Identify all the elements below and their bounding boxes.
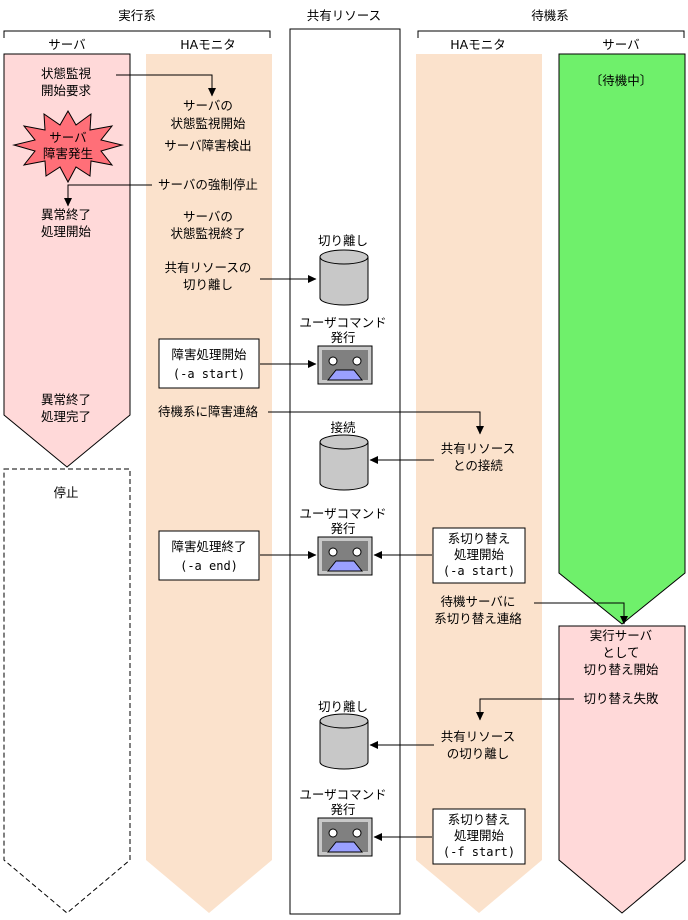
svg-text:障害処理終了: 障害処理終了 (171, 539, 246, 554)
lane-active-monitor (146, 54, 272, 913)
group-standby-label: 待機系 (531, 8, 569, 23)
detach-request-text: 共有リソースの 切り離し (165, 260, 252, 292)
stopped-text: 停止 (53, 485, 78, 500)
detach1-label: 切り離し (318, 233, 368, 248)
svg-text:(-f start): (-f start) (443, 845, 515, 859)
svg-text:障害発生: 障害発生 (43, 146, 93, 161)
svg-text:開始要求: 開始要求 (41, 83, 92, 98)
svg-text:との接続: との接続 (453, 458, 503, 473)
svg-text:状態監視開始: 状態監視開始 (170, 116, 246, 131)
svg-text:サーバ: サーバ (49, 130, 86, 145)
lane-standby-monitor (416, 54, 542, 913)
switch-fail-text: 切り替え失敗 (583, 691, 659, 706)
svg-text:ユーザコマンド: ユーザコマンド (299, 506, 386, 521)
failure-burst: サーバ 障害発生 (12, 109, 124, 184)
failure-detect-text: サーバ障害検出 (164, 138, 251, 153)
terminal-icon (317, 536, 373, 576)
svg-text:系切り替え: 系切り替え (448, 812, 511, 827)
svg-text:異常終了: 異常終了 (41, 207, 91, 222)
group-standby-bracket (417, 30, 685, 38)
svg-text:実行サーバ: 実行サーバ (590, 628, 652, 643)
arrow-force-stop (64, 184, 152, 207)
group-shared-label: 共有リソース (307, 8, 381, 23)
svg-text:(-a start): (-a start) (173, 367, 245, 381)
connect-label: 接続 (330, 420, 356, 435)
svg-text:サーバの: サーバの (183, 98, 233, 113)
svg-text:ユーザコマンド: ユーザコマンド (299, 315, 386, 330)
col-standby-server: サーバ (602, 37, 639, 52)
svg-text:共有リソースの: 共有リソースの (165, 260, 252, 275)
burst-icon (12, 109, 124, 184)
svg-text:状態監視: 状態監視 (41, 66, 92, 81)
col-standby-monitor: HAモニタ (450, 37, 505, 52)
switch-start-text: 実行サーバ として 切り替え開始 (583, 628, 659, 677)
waiting-text: 〔待機中〕 (590, 73, 653, 88)
arrow-standby-notify (534, 602, 628, 625)
standby-connect-text: 共有リソース との接続 (441, 441, 515, 473)
disk-icon (319, 713, 369, 770)
svg-text:処理開始: 処理開始 (454, 547, 505, 562)
lane-active-server-stopped (3, 468, 131, 914)
group-active-label: 実行系 (118, 8, 156, 23)
svg-text:切り離し: 切り離し (183, 277, 233, 292)
col-active-server: サーバ (48, 37, 85, 52)
svg-text:発行: 発行 (330, 330, 355, 345)
terminal-icon (317, 817, 373, 857)
col-active-monitor: HAモニタ (180, 37, 235, 52)
svg-text:ユーザコマンド: ユーザコマンド (299, 787, 386, 802)
svg-text:発行: 発行 (330, 521, 355, 536)
svg-text:障害処理開始: 障害処理開始 (171, 347, 247, 362)
fault-start-box: 障害処理開始 (-a start) (158, 338, 260, 389)
disk-icon (319, 434, 369, 491)
monitor-end-text: サーバの 状態監視終了 (170, 209, 245, 241)
svg-text:(-a start): (-a start) (443, 564, 515, 578)
fault-end-box: 障害処理終了 (-a end) (158, 530, 260, 581)
svg-text:処理開始: 処理開始 (41, 224, 92, 239)
notify-standby-text: 待機系に障害連絡 (158, 404, 259, 419)
standby-detach-text: 共有リソース の切り離し (441, 729, 515, 761)
monitor-start-text: サーバの 状態監視開始 (170, 98, 246, 131)
svg-text:異常終了: 異常終了 (41, 392, 91, 407)
svg-text:処理開始: 処理開始 (454, 828, 505, 843)
abend-done-text: 異常終了 処理完了 (41, 392, 91, 424)
switch1-box: 系切り替え 処理開始 (-a start) (432, 527, 526, 584)
arrow-notify (268, 411, 484, 435)
monitor-request-text: 状態監視 開始要求 (41, 66, 92, 98)
svg-text:系切り替え連絡: 系切り替え連絡 (434, 611, 522, 626)
svg-text:系切り替え: 系切り替え (448, 531, 511, 546)
disk-icon (319, 249, 369, 306)
svg-text:処理完了: 処理完了 (41, 409, 91, 424)
force-stop-text: サーバの強制停止 (158, 177, 258, 192)
lane-standby-server-active (558, 625, 686, 914)
arrow-monitor-request (116, 74, 216, 97)
svg-text:状態監視終了: 状態監視終了 (170, 226, 245, 241)
svg-text:(-a end): (-a end) (180, 559, 238, 573)
svg-text:として: として (602, 645, 639, 660)
switch2-box: 系切り替え 処理開始 (-f start) (432, 808, 526, 865)
svg-text:共有リソース: 共有リソース (441, 729, 515, 744)
detach2-label: 切り離し (318, 699, 368, 714)
arrow-switch-fail (476, 698, 574, 721)
svg-text:の切り離し: の切り離し (447, 746, 510, 761)
flow-arrows (64, 74, 628, 841)
svg-text:待機サーバに: 待機サーバに (441, 594, 516, 609)
cmd1-label: ユーザコマンド 発行 (299, 315, 386, 345)
group-active-bracket (3, 30, 271, 38)
abend-start-text: 異常終了 処理開始 (41, 207, 92, 239)
lane-standby-server-waiting (558, 53, 686, 625)
svg-text:切り替え開始: 切り替え開始 (583, 662, 659, 677)
svg-text:サーバの: サーバの (183, 209, 233, 224)
standby-notify-text: 待機サーバに 系切り替え連絡 (434, 594, 522, 626)
cmd3-label: ユーザコマンド 発行 (299, 787, 386, 817)
svg-text:共有リソース: 共有リソース (441, 441, 515, 456)
svg-text:発行: 発行 (330, 802, 355, 817)
cmd2-label: ユーザコマンド 発行 (299, 506, 386, 536)
terminal-icon (317, 345, 373, 385)
